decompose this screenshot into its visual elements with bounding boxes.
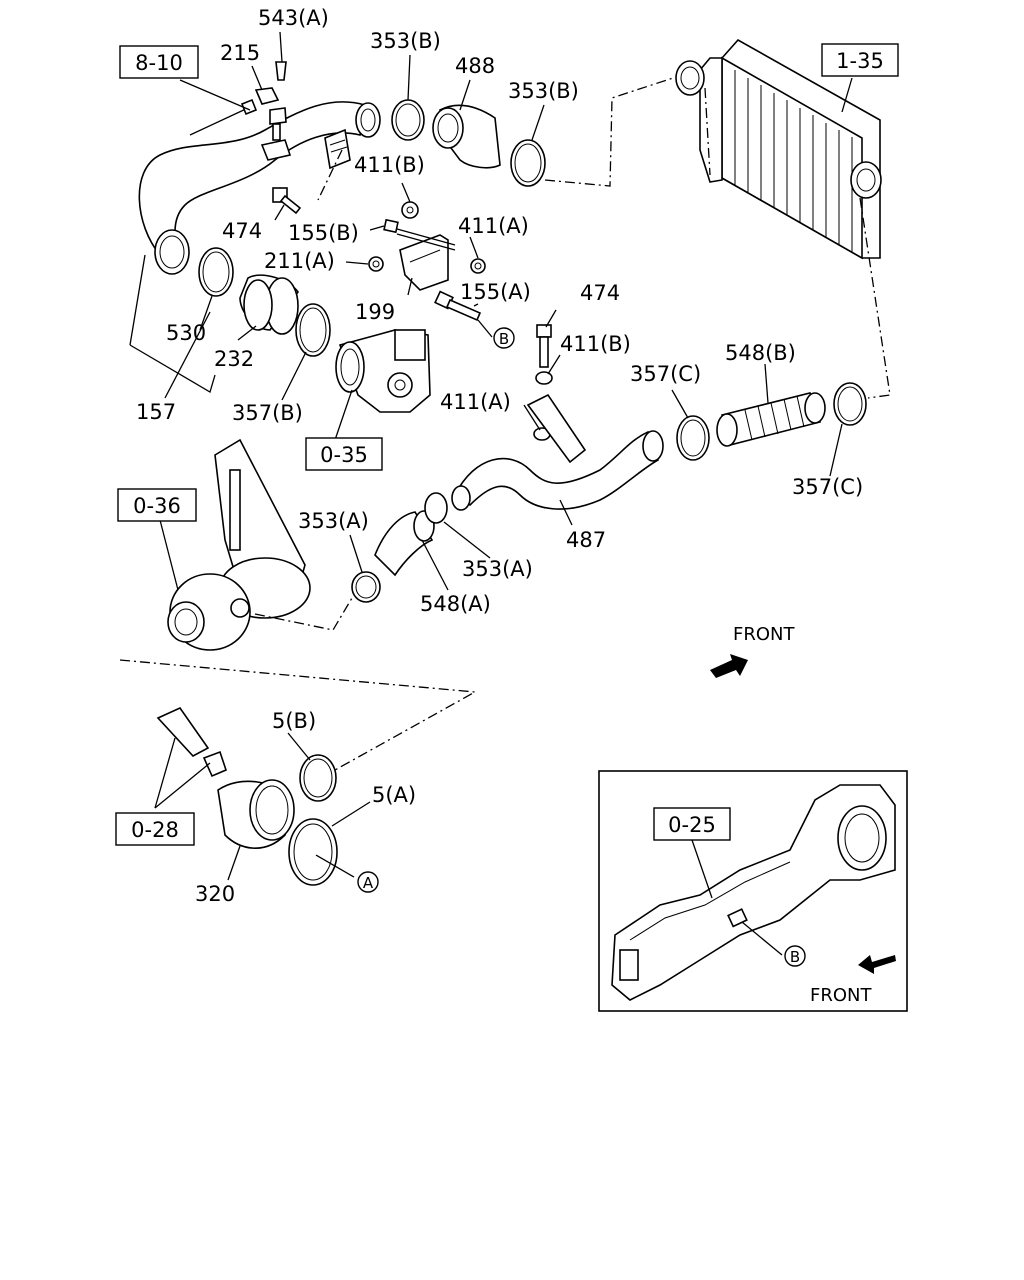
svg-text:B: B [499,330,509,348]
clamp-353b-right [510,139,546,187]
clamp-353a-upper [424,492,448,524]
label-488: 488 [455,54,495,78]
label-411b-1: 411(B) [354,153,425,177]
label-353a-1: 353(A) [298,509,369,533]
label-411b-2: 411(B) [560,332,631,356]
outlet-320 [217,779,295,849]
label-543a: 543(A) [258,6,329,30]
label-353a-2: 353(A) [462,557,533,581]
ref-8-10[interactable]: 8-10 [119,45,199,79]
clamp-353b-left [391,99,425,141]
clamp-530 [198,247,234,297]
intercooler [675,38,882,260]
ref-0-36[interactable]: 0-36 [117,488,197,522]
throttle-body [335,329,431,413]
leader-inset-025 [691,839,713,899]
svg-text:0-35: 0-35 [320,443,368,467]
label-474-2: 474 [580,281,620,305]
label-474-1: 474 [222,219,262,243]
label-5b: 5(B) [272,709,316,733]
clip-215 [254,87,280,105]
label-530: 530 [166,321,206,345]
label-157: 157 [136,400,176,424]
label-5a: 5(A) [372,783,416,807]
clamp-357c-left [676,415,710,461]
bracket-199 [399,234,449,291]
nut-411a [470,258,486,274]
label-320: 320 [195,882,235,906]
screw-543a [275,61,287,81]
label-357c-2: 357(C) [792,475,863,499]
pipe-0-28 [156,706,227,778]
pipe-487 [451,430,664,511]
front-arrow-main [710,654,748,678]
label-232: 232 [214,347,254,371]
ref-0-25[interactable]: 0-25 [653,807,731,841]
front-label-inset: FRONT [810,985,872,1006]
label-487: 487 [566,528,606,552]
label-411a-2: 411(A) [440,390,511,414]
svg-text:0-28: 0-28 [131,818,179,842]
label-199: 199 [355,300,395,324]
clamp-5a [288,818,338,886]
bolt-155a [434,290,482,322]
svg-text:A: A [363,874,374,892]
turbocharger [167,438,311,651]
inset-frame [598,770,908,1012]
callout-labels: 543(A) 215 353(B) 488 353(B) 411(B) 474 … [136,6,872,1006]
label-155b: 155(B) [288,221,359,245]
bolt-155b [383,218,456,251]
marker-b-inset: B [784,945,806,967]
svg-text:B: B [790,948,800,966]
clamp-357c-right [833,382,867,426]
intake-manifold [611,784,896,1001]
svg-text:0-36: 0-36 [133,494,181,518]
marker-a: A [357,871,379,893]
label-548a: 548(A) [420,592,491,616]
bracket-487 [526,393,587,464]
bellows-548b [716,392,826,447]
ref-0-35[interactable]: 0-35 [305,437,383,471]
leader-lines [129,31,853,881]
label-353b-1: 353(B) [370,29,441,53]
svg-text:8-10: 8-10 [135,51,183,75]
nut-211a [368,256,384,272]
label-357b: 357(B) [232,401,303,425]
nut-411b [401,201,419,219]
label-211a: 211(A) [264,249,335,273]
clamp-353a-lower [351,571,381,603]
label-411a-1: 411(A) [458,214,529,238]
front-arrow-inset [858,955,896,974]
svg-text:1-35: 1-35 [836,49,884,73]
hose-157 [138,101,381,275]
bolt-474-lower [536,324,552,368]
clamp-5b [299,754,337,802]
label-215: 215 [220,41,260,65]
label-353b-2: 353(B) [508,79,579,103]
ref-0-28[interactable]: 0-28 [115,812,195,846]
rod-8-10 [189,98,258,136]
ref-1-35[interactable]: 1-35 [821,43,899,77]
svg-text:0-25: 0-25 [668,813,716,837]
leader-inset-b [741,921,783,956]
label-357c-1: 357(C) [630,362,701,386]
sleeve-232 [239,274,299,335]
nut-411b-lower [535,371,553,385]
clamp-357b [295,303,331,357]
marker-b-main: B [493,327,515,349]
label-548b: 548(B) [725,341,796,365]
elbow-488 [432,104,501,169]
label-155a: 155(A) [460,280,531,304]
front-label-main: FRONT [733,624,795,645]
bolt-474-upper [272,187,302,215]
hose-548a [374,510,435,577]
dash-lines [119,76,891,771]
